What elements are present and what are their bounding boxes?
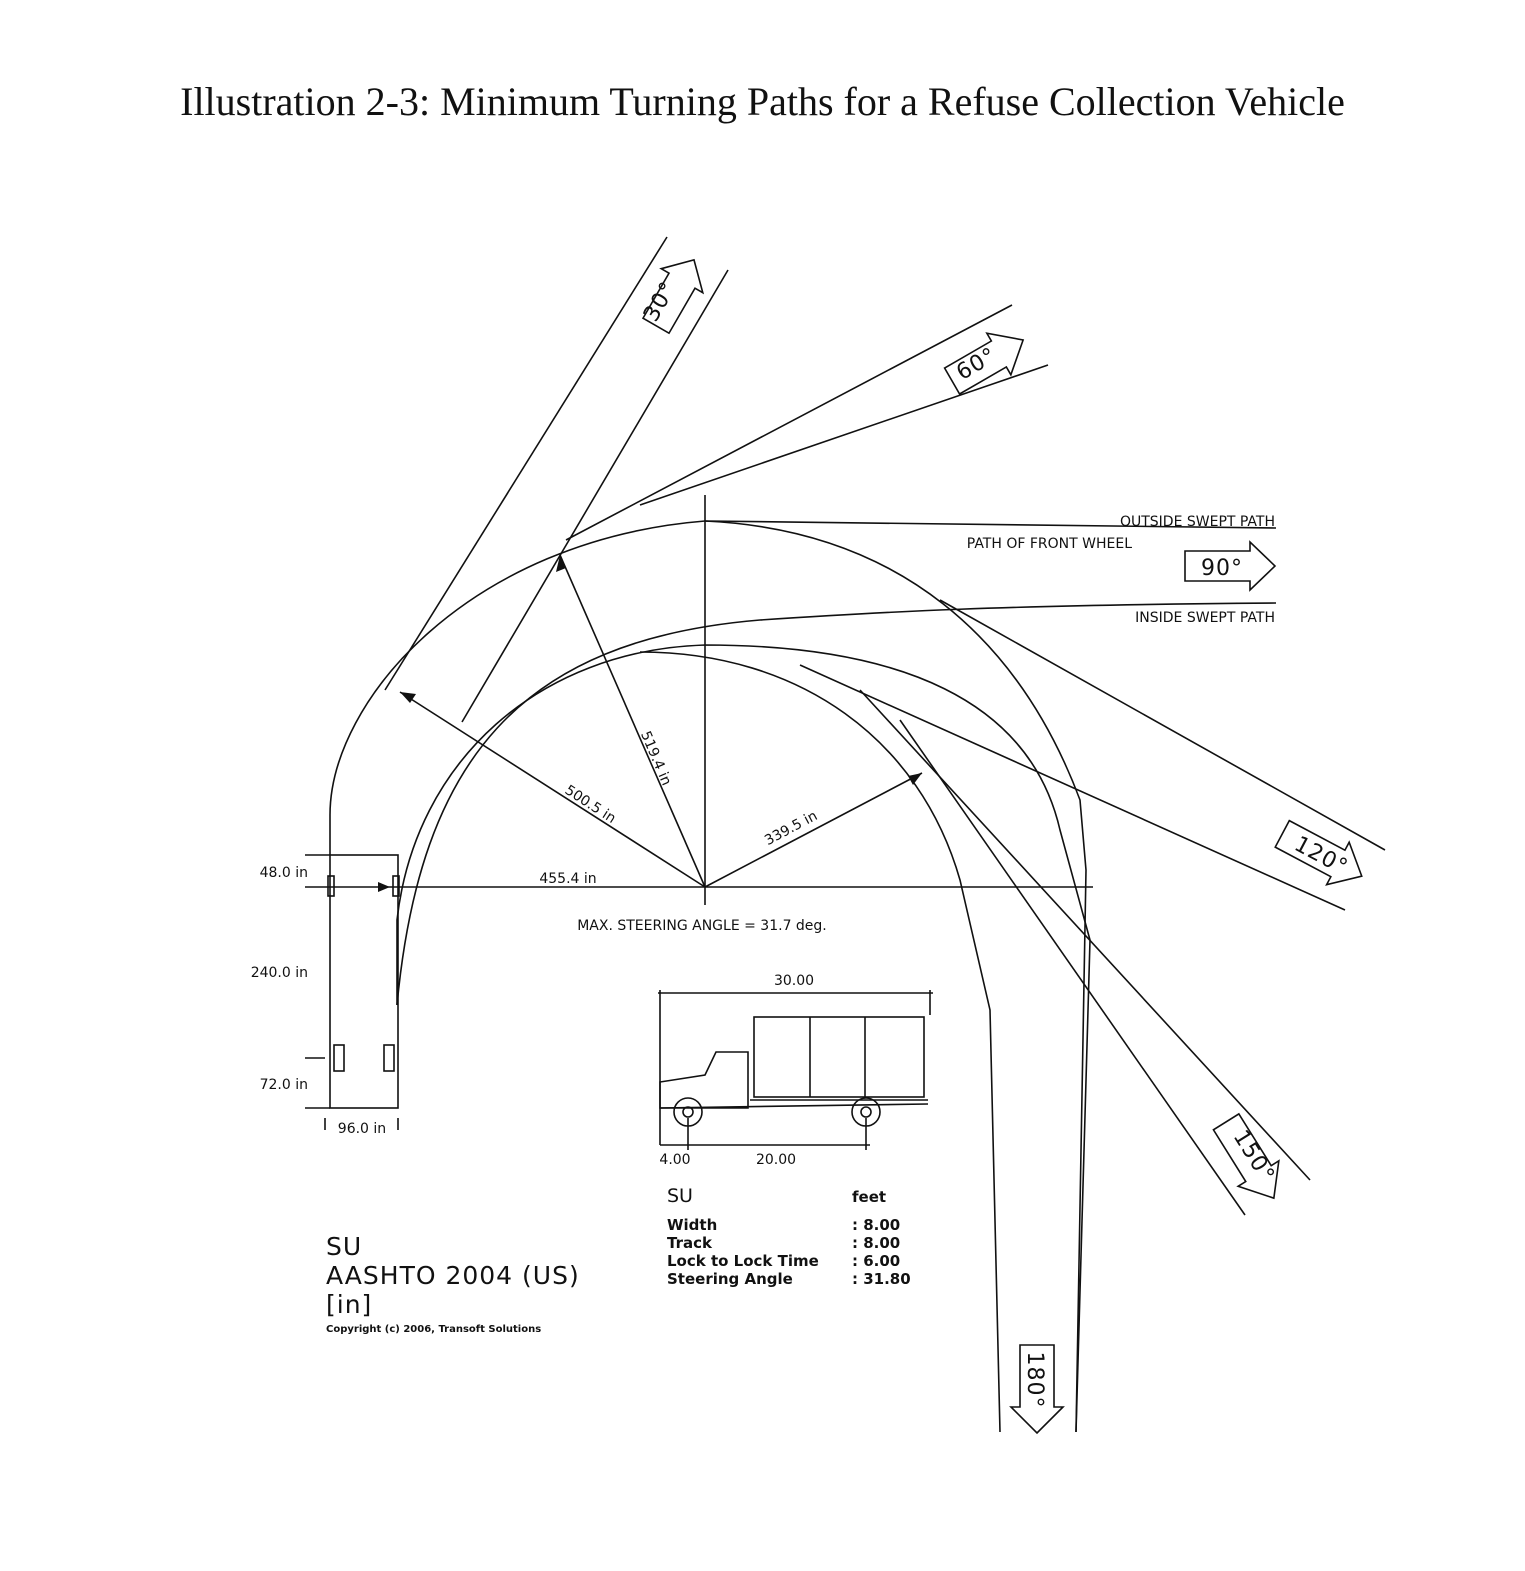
exit-30-b (461, 269, 729, 723)
radius-line-2 (399, 691, 706, 888)
spec-label-track: Track (667, 1234, 713, 1252)
radius-label-339: 339.5 in (762, 808, 820, 849)
radius-label-519: 519.4 in (637, 729, 674, 788)
exit-120-a (939, 599, 1386, 851)
legend-standard: AASHTO 2004 (US) (326, 1261, 580, 1290)
path-180 (704, 520, 1087, 1433)
legend-code: SU (326, 1232, 362, 1261)
truck-length: 30.00 (774, 973, 814, 989)
front-wheel-path-label: PATH OF FRONT WHEEL (967, 536, 1132, 552)
angle-label-180: 180° (1022, 1352, 1047, 1409)
truck-front-overhang: 4.00 (659, 1152, 690, 1168)
radius-label-455: 455.4 in (539, 871, 596, 887)
page-title: Illustration 2-3: Minimum Turning Paths … (180, 79, 1345, 124)
exit-60-a (565, 304, 1013, 541)
radius-line-1 (559, 554, 706, 888)
legend-units: [in] (326, 1290, 372, 1319)
inside-swept-path (396, 602, 1277, 1006)
spec-label-steering: Steering Angle (667, 1270, 793, 1288)
spec-label-lock: Lock to Lock Time (667, 1252, 819, 1270)
steering-angle-note: MAX. STEERING ANGLE = 31.7 deg. (577, 918, 827, 934)
spec-value-width: : 8.00 (852, 1216, 900, 1234)
dim-front-overhang: 48.0 in (260, 865, 308, 881)
path-180-inner (639, 651, 1001, 1433)
legend-copyright: Copyright (c) 2006, Transoft Solutions (326, 1324, 541, 1335)
outside-swept-path-label: OUTSIDE SWEPT PATH (1120, 514, 1275, 530)
dim-rear-overhang: 72.0 in (260, 1077, 308, 1093)
radius-line-3 (704, 772, 923, 888)
spec-value-steering: : 31.80 (852, 1270, 911, 1288)
specs-vehicle: SU (667, 1185, 693, 1207)
angle-arrow-30 (641, 258, 705, 335)
angle-arrow-180 (1009, 1344, 1065, 1435)
specs-unit: feet (852, 1188, 886, 1206)
spec-value-lock: : 6.00 (852, 1252, 900, 1270)
radius-label-500: 500.5 in (562, 782, 619, 827)
truck-elevation (658, 990, 933, 1150)
spec-label-width: Width (667, 1216, 717, 1234)
vehicle-plan (329, 854, 399, 1109)
angle-arrow-150 (1212, 1112, 1280, 1200)
exit-60-b (639, 364, 1049, 506)
angle-label-90: 90° (1201, 556, 1243, 581)
dim-width: 96.0 in (338, 1121, 386, 1137)
exit-150-b (899, 719, 1246, 1216)
angle-arrow-120 (1274, 819, 1363, 886)
exit-30-a (384, 236, 668, 691)
angle-arrow-90 (1184, 540, 1277, 592)
exit-120-b (799, 664, 1346, 911)
inside-swept-path-label: INSIDE SWEPT PATH (1135, 610, 1275, 626)
spec-value-track: : 8.00 (852, 1234, 900, 1252)
truck-wheelbase: 20.00 (756, 1152, 796, 1168)
angle-arrow-60 (943, 332, 1025, 396)
outside-swept-path (329, 520, 1277, 855)
exit-150-a (859, 689, 1311, 1181)
dim-wheelbase: 240.0 in (251, 965, 308, 981)
front-wheel-path (396, 644, 1091, 1433)
